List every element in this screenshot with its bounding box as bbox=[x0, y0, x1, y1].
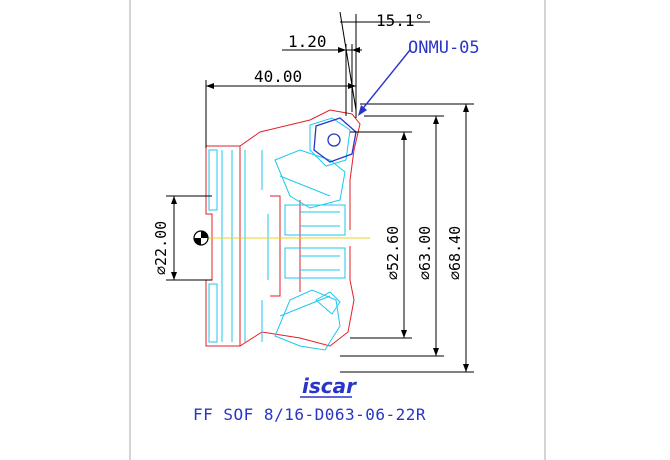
brand-logo: iscar bbox=[300, 374, 357, 398]
length-dimension: 40.00 bbox=[254, 67, 302, 86]
bore-diameter-dimension: ⌀22.00 bbox=[152, 221, 170, 275]
inner-detail bbox=[208, 117, 351, 351]
insert-code-label: ONMU-05 bbox=[408, 38, 480, 58]
insert-leader bbox=[358, 49, 411, 116]
dimension-lines bbox=[166, 11, 474, 373]
angle-dimension: 15.1° bbox=[376, 11, 424, 30]
chamfer-dimension: 1.20 bbox=[288, 32, 327, 51]
insert-shape bbox=[313, 117, 357, 163]
center-symbol bbox=[193, 230, 209, 246]
body-outline bbox=[205, 109, 361, 347]
diameter-52-dimension: ⌀52.60 bbox=[384, 226, 402, 280]
arrowheads bbox=[171, 47, 469, 372]
svg-text:iscar: iscar bbox=[302, 374, 357, 398]
diameter-68-dimension: ⌀68.40 bbox=[446, 226, 464, 280]
tool-title: FF SOF 8/16-D063-06-22R bbox=[193, 405, 426, 424]
sheet-frame bbox=[129, 0, 546, 460]
diameter-63-dimension: ⌀63.00 bbox=[416, 226, 434, 280]
